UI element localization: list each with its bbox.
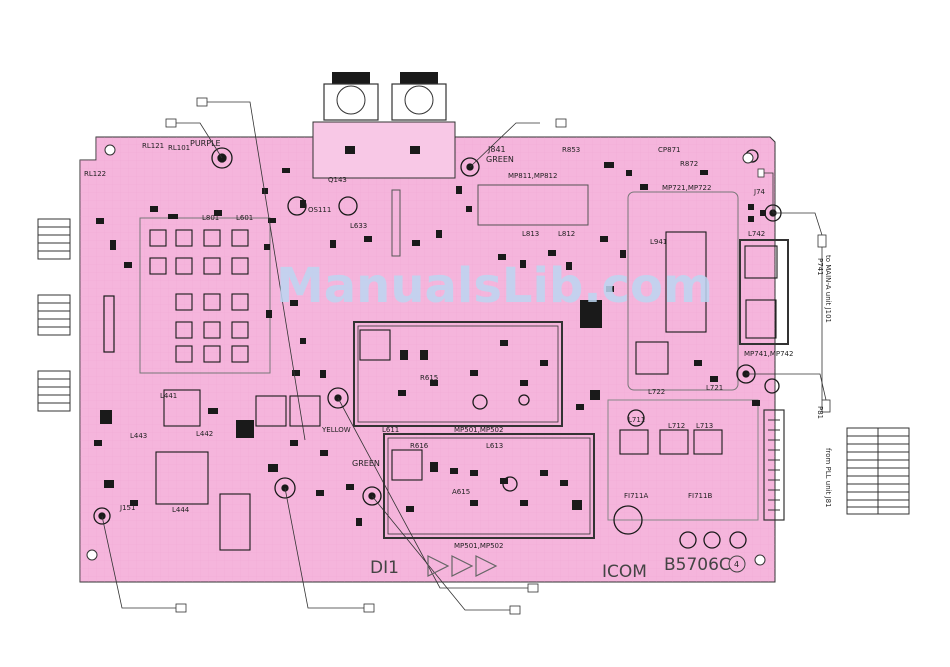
label-j74: J74	[753, 188, 766, 196]
rca-jack-left	[323, 72, 379, 121]
label-l812: L812	[558, 230, 575, 238]
label-green-top: GREEN	[486, 155, 514, 164]
shield-can-lower	[383, 433, 595, 539]
label-l712: L712	[668, 422, 685, 430]
label-l941: L941	[650, 238, 667, 246]
label-icom: ICOM	[602, 562, 647, 582]
shield-l742	[739, 239, 789, 345]
jack-pin-2	[410, 146, 420, 154]
label-to-main: to MAIN-A unit J101	[824, 255, 832, 323]
mounting-holes	[86, 144, 766, 566]
label-p81: P81	[816, 406, 824, 419]
shield-can-upper-inner	[357, 325, 559, 423]
label-q143: Q143	[328, 176, 347, 184]
label-l721: L721	[706, 384, 723, 392]
label-l713: L713	[696, 422, 713, 430]
label-l441: L441	[160, 392, 177, 400]
label-mp721: MP721,MP722	[662, 184, 711, 192]
cable-leaders	[101, 101, 827, 611]
connector-block-1	[37, 218, 71, 260]
label-l633: L633	[350, 222, 367, 230]
vertical-part-mid	[391, 189, 401, 257]
watermark-text: ManualsLib.com	[276, 258, 713, 314]
label-p741: P741	[816, 258, 824, 276]
label-rl122: RL122	[84, 170, 106, 178]
label-j151: J151	[119, 504, 135, 512]
label-l722: L722	[648, 388, 665, 396]
label-r615: R615	[420, 374, 438, 382]
label-purple: PURPLE	[190, 139, 221, 148]
shield-can-lower-inner	[387, 437, 591, 535]
label-mp741: MP741,MP742	[744, 350, 793, 358]
label-l443: L443	[130, 432, 147, 440]
label-rl101: RL101	[168, 144, 190, 152]
label-l742: L742	[748, 230, 765, 238]
inductor-array	[149, 229, 778, 551]
label-from-pll: from PLL unit J81	[824, 448, 832, 508]
label-yellow: YELLOW	[321, 426, 351, 434]
label-green-bottom: GREEN	[352, 459, 380, 468]
label-l611: L611	[382, 426, 399, 434]
label-r616: R616	[410, 442, 429, 450]
label-l801: L801	[202, 214, 219, 222]
label-mp811: MP811,MP812	[508, 172, 557, 180]
jack-pin-1	[345, 146, 355, 154]
direction-arrows	[427, 555, 498, 577]
cable-plugs	[165, 97, 831, 615]
label-l442: L442	[196, 430, 213, 438]
pin-header-pins	[768, 419, 780, 511]
connector-block-right	[846, 427, 910, 515]
smd-components	[94, 162, 766, 526]
region-right-block	[627, 191, 739, 391]
pin-header-strip	[763, 409, 785, 521]
label-cp871: CP871	[658, 146, 680, 154]
vertical-part-left	[103, 295, 115, 353]
jack-housing	[312, 121, 456, 179]
label-l711: L711	[628, 416, 645, 424]
label-mp501-lower: MP501,MP502	[454, 542, 503, 550]
region-mp811	[477, 184, 589, 226]
label-mp501-upper: MP501,MP502	[454, 426, 503, 434]
label-a615: A615	[452, 488, 470, 496]
label-di1: DI1	[370, 558, 399, 578]
label-fi711a: FI711A	[624, 492, 648, 500]
label-fi711b: FI711B	[688, 492, 712, 500]
label-rev: 4	[734, 560, 739, 569]
label-r853: R853	[562, 146, 580, 154]
shield-can-upper	[353, 321, 563, 427]
label-r872: R872	[680, 160, 698, 168]
connector-block-2	[37, 294, 71, 336]
label-l613: L613	[486, 442, 503, 450]
region-bottom-right	[607, 399, 759, 521]
label-j841: J841	[487, 145, 506, 154]
label-l444: L444	[172, 506, 190, 514]
rev-circle	[728, 555, 746, 573]
label-os111: OS111	[308, 206, 331, 214]
label-l813: L813	[522, 230, 539, 238]
label-l601: L601	[236, 214, 253, 222]
label-rl121: RL121	[142, 142, 164, 150]
label-board-id: B5706C	[664, 555, 731, 575]
rca-jack-right	[391, 72, 447, 121]
connector-block-3	[37, 370, 71, 412]
region-left-coil-bank	[139, 217, 271, 374]
